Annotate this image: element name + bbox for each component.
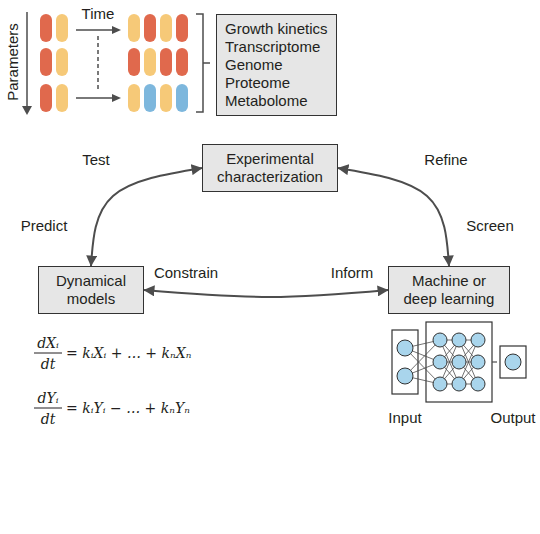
data-type-box: Growth kineticsTranscriptomeGenomeProteo… (216, 14, 337, 116)
node-text: Metabolome (225, 92, 328, 110)
cycle-label: Inform (331, 264, 374, 282)
equation-part: = kᵢXᵢ + … + kₙXₙ (66, 344, 191, 362)
process-box: Dynamical models (38, 266, 144, 314)
edge-label: Test (80, 151, 112, 169)
node-text: Proteome (225, 74, 328, 92)
axis-label: Parameters (4, 23, 22, 101)
time-arrows (76, 26, 121, 102)
equation-part: = kᵢYᵢ − … + kₙYₙ (66, 399, 190, 417)
cycle-label: Predict (21, 217, 68, 235)
process-box: Machine or deep learning (388, 266, 510, 314)
node-text: Transcriptome (225, 38, 328, 56)
cell-pills (40, 14, 188, 112)
node-text: Machine or deep learning (397, 272, 501, 308)
equation-part: dt (41, 410, 56, 428)
bracket (196, 14, 210, 112)
cycle-label: Refine (424, 151, 467, 169)
node-text: Experimental characterization (211, 150, 329, 186)
icon-label: Input (388, 409, 421, 427)
process-box: Experimental characterization (202, 144, 338, 192)
edge-label: Screen (464, 217, 516, 235)
cycle-arrow (91, 168, 202, 266)
edge-label: Constrain (152, 264, 220, 282)
cycle-arrow (338, 168, 449, 266)
equation-part: dXᵢ (37, 334, 59, 352)
node-text: Genome (225, 56, 328, 74)
icon-label: Output (490, 409, 535, 427)
neural-network-icon (392, 322, 526, 402)
node-text: Dynamical models (47, 272, 135, 308)
node-text: Growth kinetics (225, 20, 328, 38)
equation-part: dt (41, 355, 56, 373)
parameters-arrow (22, 12, 32, 115)
axis-label: Time (82, 5, 115, 23)
cycle-arrow (144, 290, 388, 297)
fraction-bars (34, 353, 62, 408)
equation-part: dYᵢ (37, 389, 58, 407)
